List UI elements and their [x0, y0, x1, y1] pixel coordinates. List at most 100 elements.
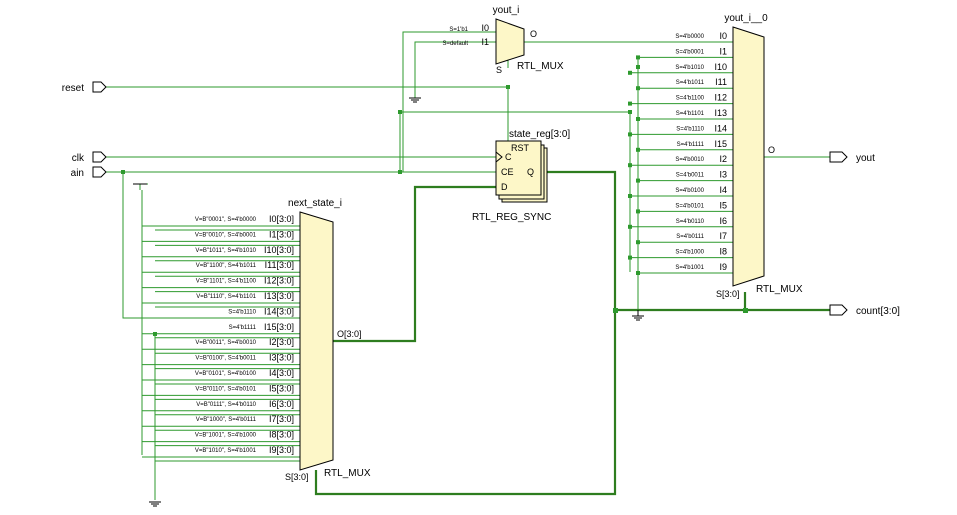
next-state-i-cond: V=B"0011", S=4'b0010 — [195, 340, 256, 346]
yout-i-0-cond: S=4'b0110 — [676, 219, 705, 225]
state-reg-name: state_reg[3:0] — [509, 129, 570, 140]
yout-i-0-pin: I9 — [719, 262, 727, 272]
yout-i-0-pin: I11 — [715, 77, 727, 87]
yout-i-0-cond: S=4'b1100 — [676, 96, 705, 102]
yout-i-0-cond: S=4'b1011 — [676, 80, 705, 86]
input-port-icon — [92, 166, 107, 178]
yout-i-0-pin: I8 — [719, 247, 727, 257]
yout-i-0-type: RTL_MUX — [756, 284, 803, 295]
output-port-icon — [829, 304, 848, 316]
next-state-i-cond: S=4'b1111 — [229, 325, 257, 331]
state-reg-type: RTL_REG_SYNC — [472, 212, 551, 223]
yout-i-0-pin: I5 — [719, 200, 727, 210]
next-state-i-cond: V=B"0111", S=4'b0110 — [196, 402, 256, 408]
port-reset-label: reset — [62, 83, 84, 94]
yout-i-0-pin: I0 — [719, 31, 727, 41]
next-state-i-pin: I4[3:0] — [269, 368, 294, 378]
junction-dot — [636, 117, 640, 121]
next-state-i-cond: V=B"0101", S=4'b0100 — [195, 371, 257, 377]
next-state-i-type: RTL_MUX — [324, 468, 371, 479]
yout-i-0-pin: I13 — [714, 108, 727, 118]
next-state-i-pin: I5[3:0] — [269, 383, 294, 393]
junction-dot — [636, 86, 640, 91]
junction-dot — [628, 101, 632, 106]
yout-i-0-pin: I1 — [719, 46, 727, 56]
yout-i-0-pin: I12 — [714, 93, 727, 103]
state-reg-pin-ce: CE — [501, 167, 514, 177]
next-state-i-pin: I13[3:0] — [264, 291, 294, 301]
next-state-i-cond: V=B"1010", S=4'b1001 — [195, 448, 257, 454]
yout-i-0-name: yout_i__0 — [724, 13, 768, 24]
yout-i-0-cond: S=4'b1101 — [676, 111, 705, 117]
yout-i-0-cond: S=4'b0010 — [675, 157, 704, 163]
next-state-i-cond: V=B"1011", S=4'b1010 — [195, 248, 256, 254]
port-yout-label: yout — [856, 153, 875, 164]
yout-i-type: RTL_MUX — [517, 61, 564, 72]
output-port-icon — [829, 151, 848, 163]
yout-i-0-pin: I2 — [719, 154, 727, 164]
yout-i-0-cond: S=4'b0101 — [675, 203, 704, 209]
ground-icon — [632, 310, 644, 321]
next-state-i-pin: I9[3:0] — [269, 445, 294, 455]
next-state-i-cond: V=B"0010", S=4'b0001 — [195, 232, 257, 238]
yout-i-pin-i1: I1 — [481, 37, 489, 47]
port-reset[interactable]: reset — [62, 81, 107, 94]
yout-i-0-pin-s: S[3:0] — [716, 289, 740, 299]
yout-i-0-cond: S=4'b1010 — [675, 65, 704, 71]
junction-dot — [628, 194, 632, 198]
next-state-i-pin: I8[3:0] — [269, 430, 294, 440]
yout-i-0-cond: S=4'b1111 — [677, 142, 705, 148]
next-state-i-pin: I15[3:0] — [264, 322, 294, 332]
port-ain[interactable]: ain — [71, 166, 107, 179]
junction-dot — [636, 240, 640, 245]
input-port-icon — [92, 151, 107, 163]
next-state-input-stubs — [142, 225, 300, 462]
yout-i-0-pin: I10 — [714, 62, 727, 72]
ground-icon — [149, 501, 161, 507]
yout-mux-input-stubs — [628, 55, 733, 275]
junction-dot — [628, 224, 632, 229]
next-state-i-cond: V=B"0110", S=4'b0101 — [195, 386, 256, 392]
next-state-i-pin: I14[3:0] — [264, 306, 294, 316]
next-state-i-body — [299, 211, 334, 471]
port-clk[interactable]: clk — [72, 151, 107, 164]
yout-i-mux[interactable]: yout_i I0 I1 S=1'b1 S=default O S RTL_MU… — [442, 5, 563, 75]
junction-dot — [628, 163, 632, 168]
next-state-i-cond: V=B"1000", S=4'b0111 — [196, 417, 257, 423]
state-reg[interactable]: state_reg[3:0] RST C CE D Q RTL_REG_SYNC — [472, 129, 570, 223]
yout-i-0-pin: I3 — [719, 170, 727, 180]
yout-i-0-pin: I14 — [714, 123, 727, 133]
next-state-i-cond: V=B"1101", S=4'b1100 — [196, 279, 257, 285]
yout-i-0-pin: I7 — [719, 231, 727, 241]
yout-i-0-cond: S=4'b1110 — [676, 126, 704, 132]
state-reg-pin-rst: RST — [511, 143, 530, 153]
next-state-i-pin: I12[3:0] — [264, 276, 294, 286]
next-state-i-cond: S=4'b1110 — [228, 309, 256, 315]
next-state-i-cond: V=B"1001", S=4'b1000 — [195, 433, 257, 439]
yout-i-0-cond: S=4'b0000 — [675, 34, 704, 40]
next-state-i-mux[interactable]: next_state_i I0[3:0]V=B"0001", S=4'b0000… — [195, 198, 371, 482]
port-count[interactable]: count[3:0] — [829, 304, 900, 317]
port-yout[interactable]: yout — [829, 151, 875, 164]
ground-icon — [409, 97, 421, 103]
junction-dot — [628, 70, 632, 75]
state-reg-pin-d: D — [501, 182, 508, 192]
junction-dot — [628, 132, 632, 137]
port-count-label: count[3:0] — [856, 306, 900, 317]
next-state-i-pin: I11[3:0] — [265, 260, 294, 270]
yout-i-cond-1: S=default — [442, 41, 468, 47]
yout-i-name: yout_i — [493, 5, 520, 16]
yout-i-cond-0: S=1'b1 — [449, 27, 468, 33]
next-state-i-pin: I6[3:0] — [269, 399, 294, 409]
yout-i-0-cond: S=4'b0001 — [675, 49, 704, 55]
clock-triangle-icon — [495, 151, 503, 163]
yout-i-0-cond: S=4'b0011 — [676, 173, 705, 179]
yout-i-0-cond: S=4'b1000 — [675, 250, 704, 256]
junction-dot — [636, 178, 640, 183]
yout-i-pin-i0: I0 — [481, 23, 489, 33]
junction-dot — [628, 255, 632, 260]
next-state-i-pin: I7[3:0] — [269, 414, 294, 424]
yout-i-0-cond: S=4'b0100 — [675, 188, 704, 194]
yout-i-pin-s: S — [496, 65, 502, 75]
yout-i-0-mux[interactable]: yout_i__0 I0S=4'b0000I1S=4'b0001I10S=4'b… — [675, 13, 803, 299]
